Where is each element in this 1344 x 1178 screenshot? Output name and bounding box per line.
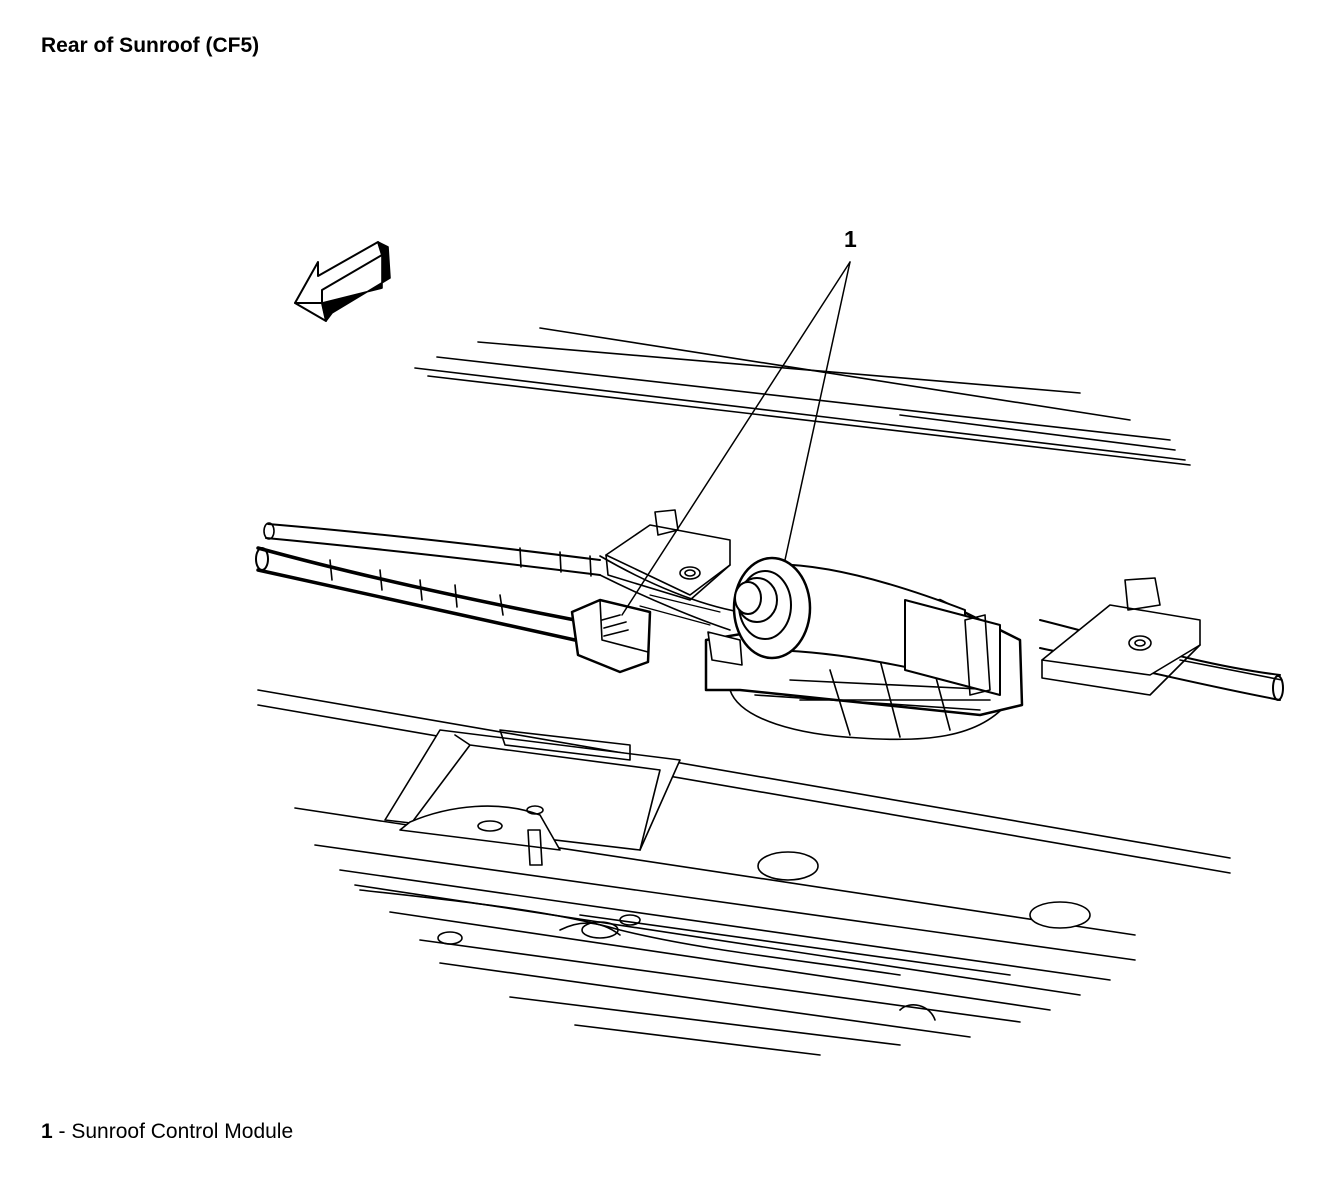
callout-1-leaders (622, 262, 850, 615)
wiring-harness (256, 523, 1283, 700)
callout-label-1: 1 (844, 226, 857, 252)
roof-rail-lines (415, 328, 1190, 465)
headliner-panel (258, 690, 1230, 1055)
forward-arrow-icon (295, 242, 390, 321)
sunroof-control-module (706, 558, 1022, 739)
harness-connector (572, 600, 650, 672)
legend-item-separator: - (52, 1120, 72, 1143)
legend-item-description: Sunroof Control Module (71, 1120, 294, 1143)
page-title: Rear of Sunroof (CF5) (41, 34, 260, 57)
legend-item-1: 1 - Sunroof Control Module (41, 1120, 293, 1144)
legend-item-number: 1 (41, 1120, 53, 1143)
left-mounting-bracket (606, 510, 730, 600)
right-mounting-bracket (1042, 578, 1200, 695)
